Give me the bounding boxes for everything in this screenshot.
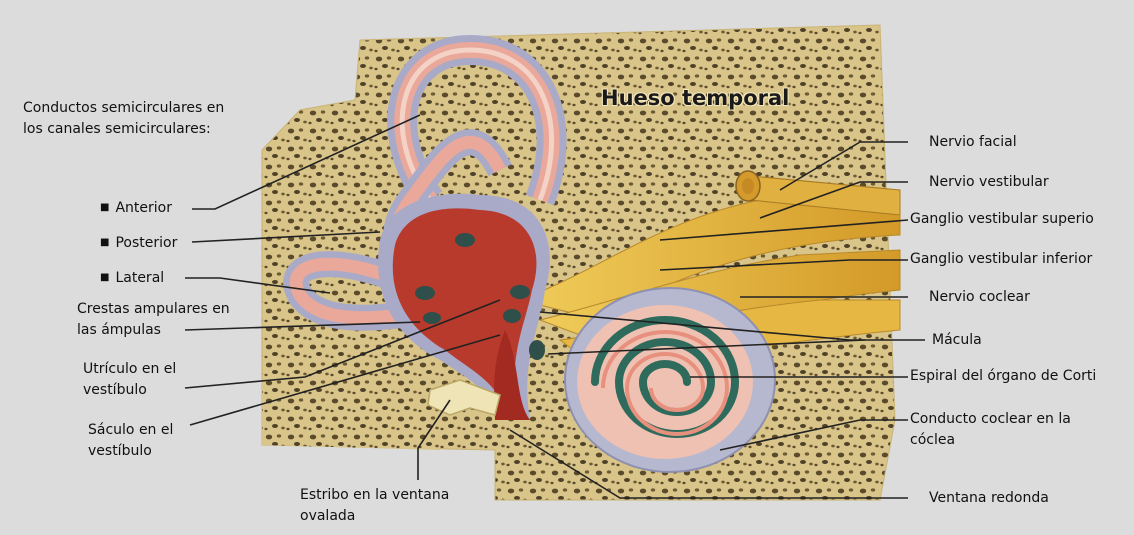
label-anterior-text: Anterior [115,200,172,216]
label-saculo-line1: Sáculo en el [88,420,173,441]
label-posterior: ■ Posterior [100,232,177,254]
label-semicircular-heading-line1: Conductos semicirculares en [23,98,224,119]
label-ganglio-superior: Ganglio vestibular superio [910,209,1094,230]
label-posterior-text: Posterior [115,235,177,251]
label-ganglio-inferior: Ganglio vestibular inferior [910,249,1092,270]
label-lateral-text: Lateral [115,270,164,286]
label-semicircular-heading-line2: los canales semicirculares: [23,119,211,140]
label-utriculo-line1: Utrículo en el [83,359,176,380]
label-ventana-redonda: Ventana redonda [929,488,1049,509]
label-anterior: ■ Anterior [100,197,172,219]
label-conducto-line2: cóclea [910,430,955,451]
label-crestas-line2: las ámpulas [77,320,161,341]
label-utriculo-line2: vestíbulo [83,380,147,401]
label-nervio-facial: Nervio facial [929,132,1017,153]
label-lateral: ■ Lateral [100,267,164,289]
label-espiral-corti: Espiral del órgano de Corti [910,366,1096,387]
label-estribo-line2: ovalada [300,506,355,527]
label-nervio-vestibular: Nervio vestibular [929,172,1049,193]
diagram-title: Hueso temporal [601,86,789,110]
label-saculo-line2: vestíbulo [88,441,152,462]
label-nervio-coclear: Nervio coclear [929,287,1030,308]
bullet-icon: ■ [100,237,109,248]
label-crestas-line1: Crestas ampulares en [77,299,230,320]
label-conducto-line1: Conducto coclear en la [910,409,1071,430]
label-macula: Mácula [932,330,982,351]
bullet-icon: ■ [100,272,109,283]
label-estribo-line1: Estribo en la ventana [300,485,449,506]
bullet-icon: ■ [100,202,109,213]
